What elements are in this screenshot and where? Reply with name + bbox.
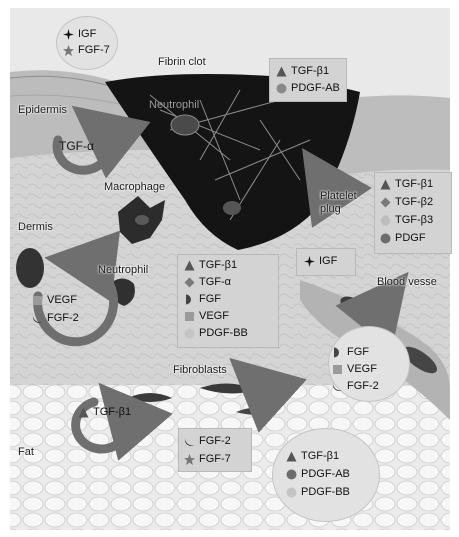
factor-label: TGF-β1 [291, 65, 329, 78]
half-circle-icon [332, 347, 343, 358]
factor-label: FGF [199, 293, 221, 306]
factor-bubble-top-left [56, 16, 118, 70]
star4-icon [63, 29, 74, 40]
half-circle-icon [184, 294, 195, 305]
factor-row: VEGF [332, 363, 377, 376]
factor-row: IGF [304, 255, 337, 268]
square-icon [184, 311, 195, 322]
factor-label: VEGF [199, 310, 229, 323]
factor-label: FGF [347, 346, 369, 359]
factor-label: TGF-α [199, 276, 231, 289]
star-icon [184, 454, 195, 465]
factor-row: TGF-β2 [380, 196, 433, 209]
hexagon-icon [380, 215, 391, 226]
star-icon [63, 45, 74, 56]
circle-icon [276, 83, 287, 94]
circle-icon [286, 487, 297, 498]
factor-label: VEGF [347, 363, 377, 376]
circle-icon [380, 233, 391, 244]
triangle-icon [276, 66, 287, 77]
factor-label: TGF-β1 [301, 450, 339, 463]
factor-row: PDGF-AB [276, 82, 340, 95]
factor-label: FGF-7 [199, 453, 231, 466]
factor-row: FGF-2 [184, 435, 231, 448]
factor-row: FGF-2 [332, 380, 379, 393]
circle-icon [184, 328, 195, 339]
factor-label: PDGF [395, 232, 426, 245]
star4-icon [304, 256, 315, 267]
factor-label: TGF-β1 [199, 259, 237, 272]
factor-label-epidermis-cycle: TGF-α [59, 140, 94, 153]
factor-row: TGF-β1 [286, 450, 339, 463]
diamond-icon [380, 197, 391, 208]
factor-row: TGF-α [184, 276, 231, 289]
factor-row: FGF-7 [184, 453, 231, 466]
label-neutrophil: Neutrophil [98, 264, 148, 277]
factor-label: FGF-2 [199, 435, 231, 448]
factor-row: PDGF-BB [184, 327, 248, 340]
factor-label: PDGF-BB [199, 327, 248, 340]
factor-row: TGF-β1 [276, 65, 329, 78]
triangle-icon [78, 407, 89, 418]
factor-row: FGF-2 [32, 312, 79, 325]
factor-row: TGF-β3 [380, 214, 433, 227]
factor-label: PDGF-AB [291, 82, 340, 95]
factor-row: TGF-β1 [184, 259, 237, 272]
label-epidermis: Epidermis [18, 104, 67, 117]
label-macrophage: Macrophage [104, 181, 165, 194]
factor-label: PDGF-AB [301, 468, 350, 481]
crescent-icon [32, 313, 43, 324]
factor-label: PDGF-BB [301, 486, 350, 499]
factor-row: PDGF-BB [286, 486, 350, 499]
crescent-icon [332, 381, 343, 392]
factor-row: PDGF-AB [286, 468, 350, 481]
crescent-icon [184, 436, 195, 447]
factor-label: IGF [319, 255, 337, 268]
factor-row: FGF [332, 346, 369, 359]
factor-row: TGF-β1 [380, 178, 433, 191]
square-icon [32, 295, 43, 306]
factor-label: TGF-β2 [395, 196, 433, 209]
circle-icon [286, 469, 297, 480]
factor-row: FGF [184, 293, 221, 306]
triangle-icon [286, 451, 297, 462]
label-dermis: Dermis [18, 221, 53, 234]
factor-row: IGF [63, 28, 96, 41]
factor-row: TGF-β1 [78, 406, 131, 419]
label-platelet-plug: Platelet plug [320, 190, 362, 216]
label-fibrin-clot: Fibrin clot [158, 56, 206, 69]
triangle-icon [184, 260, 195, 271]
factor-label: TGF-β1 [93, 406, 131, 419]
label-blood-vessel: Blood vesse [377, 276, 437, 289]
label-fat: Fat [18, 446, 34, 459]
diamond-icon [184, 277, 195, 288]
label-fibroblasts: Fibroblasts [173, 364, 227, 377]
factor-label: VEGF [47, 294, 77, 307]
square-icon [332, 364, 343, 375]
factor-label: FGF-2 [47, 312, 79, 325]
factor-row: VEGF [32, 294, 77, 307]
factor-row: VEGF [184, 310, 229, 323]
factor-label: IGF [78, 28, 96, 41]
factor-label: FGF-2 [347, 380, 379, 393]
factor-row: PDGF [380, 232, 426, 245]
factor-label: TGF-β1 [395, 178, 433, 191]
factor-row: FGF-7 [63, 44, 110, 57]
factor-label: FGF-7 [78, 44, 110, 57]
triangle-icon [380, 179, 391, 190]
factor-label: TGF-β3 [395, 214, 433, 227]
label-neutrophil-clot: Neutrophil [149, 99, 199, 112]
